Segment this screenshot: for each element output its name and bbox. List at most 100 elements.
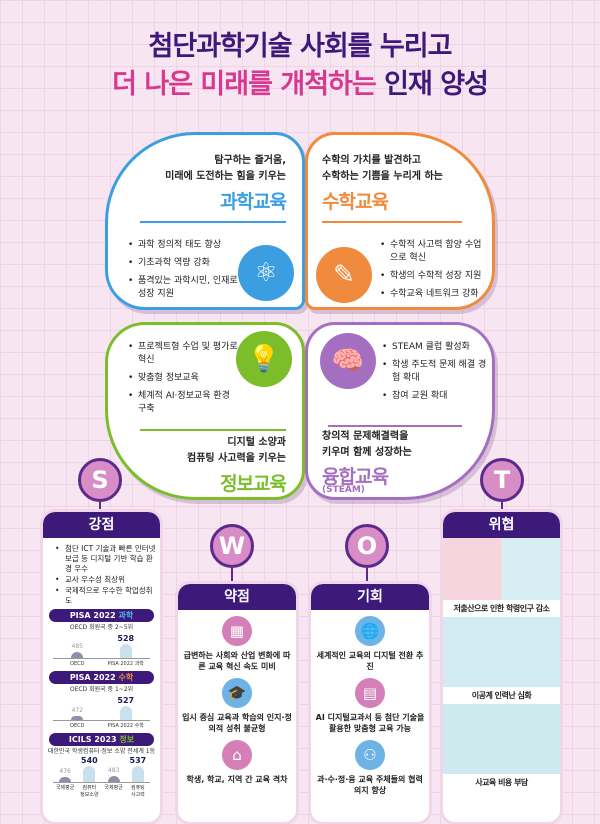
item-text: AI 디지털교과서 등 첨단 기술을 활용한 맞춤형 교육 가능 xyxy=(315,713,425,733)
weakness-title: 약점 xyxy=(178,584,296,610)
scale-coins-illustration xyxy=(443,704,560,774)
chart-label-subject: 과학 xyxy=(118,611,134,620)
bar xyxy=(83,765,96,782)
list-item: 첨단 ICT 기술과 빠른 인터넷 보급 등 디지털 기반 학습 환경 우수 xyxy=(55,544,156,574)
divider xyxy=(140,429,286,431)
bar xyxy=(59,777,72,782)
bar-label: 컴퓨팅 사고력 xyxy=(130,785,145,798)
list-item: 기초과학 역량 강화 xyxy=(128,257,238,270)
chart-label-subject: 정보 xyxy=(119,735,135,744)
opportunity-title: 기회 xyxy=(311,584,429,610)
threat-caption: 사교육 비용 부담 xyxy=(475,778,528,787)
list-item: 수학적 사고력 함양 수업으로 혁신 xyxy=(380,239,488,265)
connector xyxy=(501,502,503,512)
classroom-students-illustration xyxy=(443,538,560,600)
strength-title: 강점 xyxy=(43,512,160,538)
list-item: 교사 우수성 최상위 xyxy=(55,575,156,585)
chart-label: PISA 2022 과학 xyxy=(49,609,154,622)
steam-list: STEAM 클럽 활성화 학생 주도적 문제 해결 경험 확대 참여 교원 확대 xyxy=(382,341,488,408)
bar-value: 476 xyxy=(59,768,71,776)
steam-sub2: 키우며 함께 성장하는 xyxy=(322,447,412,458)
chart-label-text: PISA 2022 xyxy=(69,611,116,620)
divider xyxy=(328,425,462,427)
divider xyxy=(322,221,462,223)
threat-caption: 이공계 인력난 심화 xyxy=(471,691,532,700)
chart-label: PISA 2022 수학 xyxy=(49,671,154,684)
info-card: 프로젝트형 수업 및 평가로 혁신 맞춤형 정보교육 체계적 AI·정보교육 환… xyxy=(105,322,305,500)
bar-value: 483 xyxy=(107,767,120,775)
info-sub2: 컴퓨팅 사고력을 키우는 xyxy=(187,453,286,464)
list-item: 참여 교원 확대 xyxy=(382,390,488,403)
list-item: 학생의 수학적 성장 지원 xyxy=(380,270,488,283)
achievement-chart: ICILS 2023 정보 대한민국 학생컴퓨터·정보 소양 전세계 1등 47… xyxy=(43,733,160,799)
list-item: 🎓입시 중심 교육과 학습의 인지·정의적 성취 불균형 xyxy=(178,678,296,734)
classroom-icon: ▦ xyxy=(222,616,252,646)
science-sub2: 미래에 도전하는 힘을 키우는 xyxy=(165,171,286,182)
list-item: ▤ AI 디지털교과서 등 첨단 기술을 활용한 맞춤형 교육 가능 xyxy=(311,678,429,734)
chart-caption: 대한민국 학생컴퓨터·정보 소양 전세계 1등 xyxy=(47,748,156,755)
chart-label-text: PISA 2022 xyxy=(69,673,116,682)
item-text: 과·수·정·융 교육 주체들의 협력 의지 향상 xyxy=(317,775,423,795)
bar xyxy=(71,651,84,658)
title-rest: 인재 양성 xyxy=(384,69,489,100)
info-sub1: 디지털 소양과 xyxy=(227,437,286,448)
list-item: 과학 정의적 태도 향상 xyxy=(128,239,238,252)
item-text: 학생, 학교, 지역 간 교육 격차 xyxy=(186,775,288,784)
bar xyxy=(107,776,120,782)
science-list: 과학 정의적 태도 향상 기초과학 역량 강화 품격있는 과학시민, 인재로 성… xyxy=(128,239,238,306)
title-line-1: 첨단과학기술 사회를 누리고 xyxy=(148,31,453,62)
bar xyxy=(131,766,144,782)
chart-caption: OECD 회원국 중 2~5위 xyxy=(69,624,134,631)
atom-icon: ⚛ xyxy=(238,245,294,301)
bar-label: OECD xyxy=(70,723,85,729)
weakness-panel: 약점 ▦ 급변하는 사회와 산업 변화에 따른 교육 혁신 속도 미비 🎓입시 중심… xyxy=(178,584,296,822)
science-sub1: 탐구하는 즐거움, xyxy=(214,155,286,166)
steam-title-sub: (STEAM) xyxy=(322,485,365,495)
info-title: 정보교육 xyxy=(220,473,287,495)
opportunity-panel: 기회 🌐세계적인 교육의 디지털 전환 추진▤AI 디지털교과서 등 첨단 기술… xyxy=(311,584,429,822)
science-sub: 탐구하는 즐거움, 미래에 도전하는 힘을 키우는 xyxy=(165,153,286,185)
list-item: 품격있는 과학시민, 인재로 성장 지원 xyxy=(128,275,238,301)
globe-cap-icon: 🌐 xyxy=(355,616,385,646)
list-item: ▦ 급변하는 사회와 산업 변화에 따른 교육 혁신 속도 미비 xyxy=(178,616,296,672)
bar-value: 527 xyxy=(117,696,135,706)
bar-value: 540 xyxy=(81,755,98,765)
list-item: 체계적 AI·정보교육 환경 구축 xyxy=(128,390,238,416)
list-item: 수학교육 네트워크 강화 xyxy=(380,288,488,301)
steam-title: 융합교육 xyxy=(322,466,389,488)
list-item: 맞춤형 정보교육 xyxy=(128,372,238,385)
lightbulb-icon: 💡 xyxy=(236,331,292,387)
brain-chip-icon: 🧠 xyxy=(320,333,376,389)
digital-textbook-icon: ▤ xyxy=(355,678,385,708)
info-list: 프로젝트형 수업 및 평가로 혁신 맞춤형 정보교육 체계적 AI·정보교육 환… xyxy=(128,341,238,421)
swot-o-circle: O xyxy=(345,524,389,568)
science-title: 과학교육 xyxy=(220,191,287,213)
list-item: STEAM 클럽 활성화 xyxy=(382,341,488,354)
collaboration-icon: ⚇ xyxy=(355,740,385,770)
threat-title: 위협 xyxy=(443,512,560,538)
math-sub2: 수학하는 기쁨을 누리게 하는 xyxy=(322,171,443,182)
list-item: ⚇ 과·수·정·융 교육 주체들의 협력 의지 향상 xyxy=(311,740,429,796)
title-line-2: 더 나은 미래를 개척하는 인재 양성 xyxy=(0,62,600,101)
bar-value: 472 xyxy=(71,707,83,715)
chart-label-text: ICILS 2023 xyxy=(68,735,117,744)
conveyor-workers-illustration xyxy=(443,617,560,687)
swot-w-circle: W xyxy=(210,524,254,568)
list-item: ⌂학생, 학교, 지역 간 교육 격차 xyxy=(178,740,296,785)
chart-label-subject: 수학 xyxy=(118,673,134,682)
bar-label: PISA 2022 과학 xyxy=(107,661,144,667)
list-item: 프로젝트형 수업 및 평가로 혁신 xyxy=(128,341,238,367)
threat-caption: 저출산으로 인한 학령인구 감소 xyxy=(453,604,550,613)
bar-label: OECD xyxy=(70,661,85,667)
math-sub1: 수학의 가치를 발견하고 xyxy=(322,155,421,166)
connector xyxy=(366,568,368,584)
connector xyxy=(231,568,233,584)
pencil-ruler-icon: ✎ xyxy=(316,247,372,303)
item-text: 급변하는 사회와 산업 변화에 따른 교육 혁신 속도 미비 xyxy=(183,651,291,671)
